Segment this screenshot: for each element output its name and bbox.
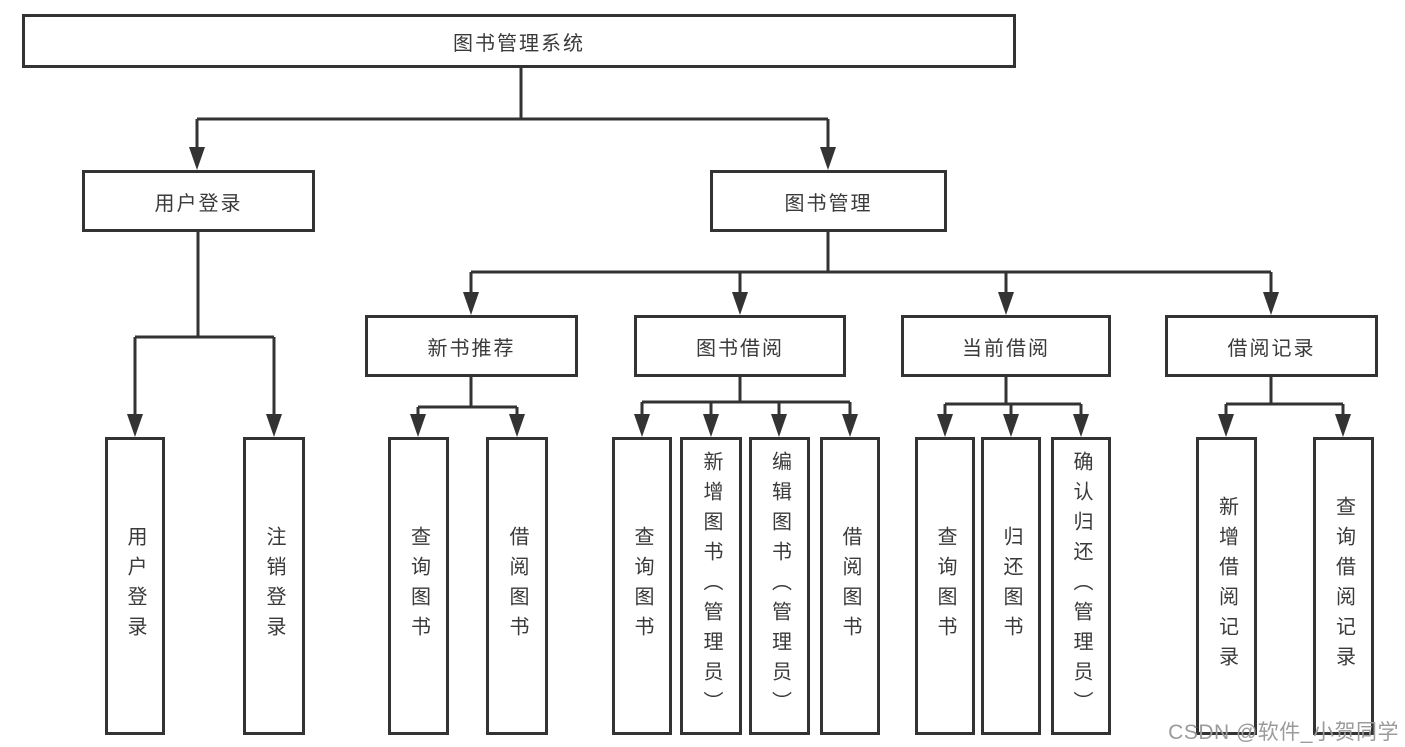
arrow-down-icon xyxy=(820,147,836,170)
arrow-down-icon xyxy=(1003,414,1019,437)
node-label: 查询借阅记录 xyxy=(1332,496,1355,676)
node-confirm-return-admin: 确认归还（管理员） xyxy=(1051,437,1111,735)
node-current-borrow: 当前借阅 xyxy=(901,315,1111,377)
node-book-borrow: 图书借阅 xyxy=(634,315,846,377)
arrow-down-icon xyxy=(771,414,787,437)
arrow-down-icon xyxy=(189,147,205,170)
node-edit-book-admin: 编辑图书（管理员） xyxy=(749,437,810,735)
arrow-down-icon xyxy=(463,292,479,315)
node-query-books-current: 查询图书 xyxy=(915,437,975,735)
node-user-login-leaf: 用户登录 xyxy=(105,437,165,735)
node-add-book-admin: 新增图书（管理员） xyxy=(680,437,742,735)
arrow-down-icon xyxy=(634,414,650,437)
arrow-down-icon xyxy=(1218,414,1234,437)
arrow-down-icon xyxy=(410,414,426,437)
node-label: 借阅图书 xyxy=(839,526,861,646)
node-label: 用户登录 xyxy=(124,526,146,646)
node-label: 确认归还（管理员） xyxy=(1070,451,1092,721)
arrow-down-icon xyxy=(998,292,1014,315)
node-borrow-books-leaf: 借阅图书 xyxy=(820,437,880,735)
arrow-down-icon xyxy=(266,414,282,437)
node-return-book: 归还图书 xyxy=(981,437,1041,735)
arrow-down-icon xyxy=(842,414,858,437)
node-label: 借阅图书 xyxy=(506,526,528,646)
node-label: 注销登录 xyxy=(263,526,285,646)
node-borrow-books-recommend: 借阅图书 xyxy=(486,437,548,735)
node-label: 查询图书 xyxy=(631,526,653,646)
node-query-books-borrow: 查询图书 xyxy=(612,437,672,735)
arrow-down-icon xyxy=(1263,292,1279,315)
node-label: 查询图书 xyxy=(407,526,430,646)
node-add-borrow-record: 新增借阅记录 xyxy=(1196,437,1257,735)
node-user-login: 用户登录 xyxy=(82,170,315,232)
arrow-down-icon xyxy=(703,414,719,437)
node-book-management: 图书管理 xyxy=(710,170,947,232)
node-label: 新增借阅记录 xyxy=(1215,496,1238,676)
arrow-down-icon xyxy=(509,414,525,437)
arrowheads xyxy=(127,147,1351,437)
arrow-down-icon xyxy=(127,414,143,437)
node-logout: 注销登录 xyxy=(243,437,305,735)
node-new-book-recommend: 新书推荐 xyxy=(365,315,578,377)
node-label: 查询图书 xyxy=(934,526,956,646)
node-query-books-recommend: 查询图书 xyxy=(388,437,449,735)
node-label: 编辑图书（管理员） xyxy=(768,451,791,721)
arrow-down-icon xyxy=(1073,414,1089,437)
node-library-system: 图书管理系统 xyxy=(22,14,1016,68)
node-borrow-records: 借阅记录 xyxy=(1165,315,1378,377)
node-query-borrow-record: 查询借阅记录 xyxy=(1313,437,1374,735)
arrow-down-icon xyxy=(937,414,953,437)
node-label: 新增图书（管理员） xyxy=(700,451,722,721)
node-label: 归还图书 xyxy=(1000,526,1022,646)
csdn-watermark: CSDN @软件_小贺同学 xyxy=(1168,721,1399,744)
tree-edges xyxy=(133,68,1345,420)
arrow-down-icon xyxy=(732,292,748,315)
arrow-down-icon xyxy=(1335,414,1351,437)
